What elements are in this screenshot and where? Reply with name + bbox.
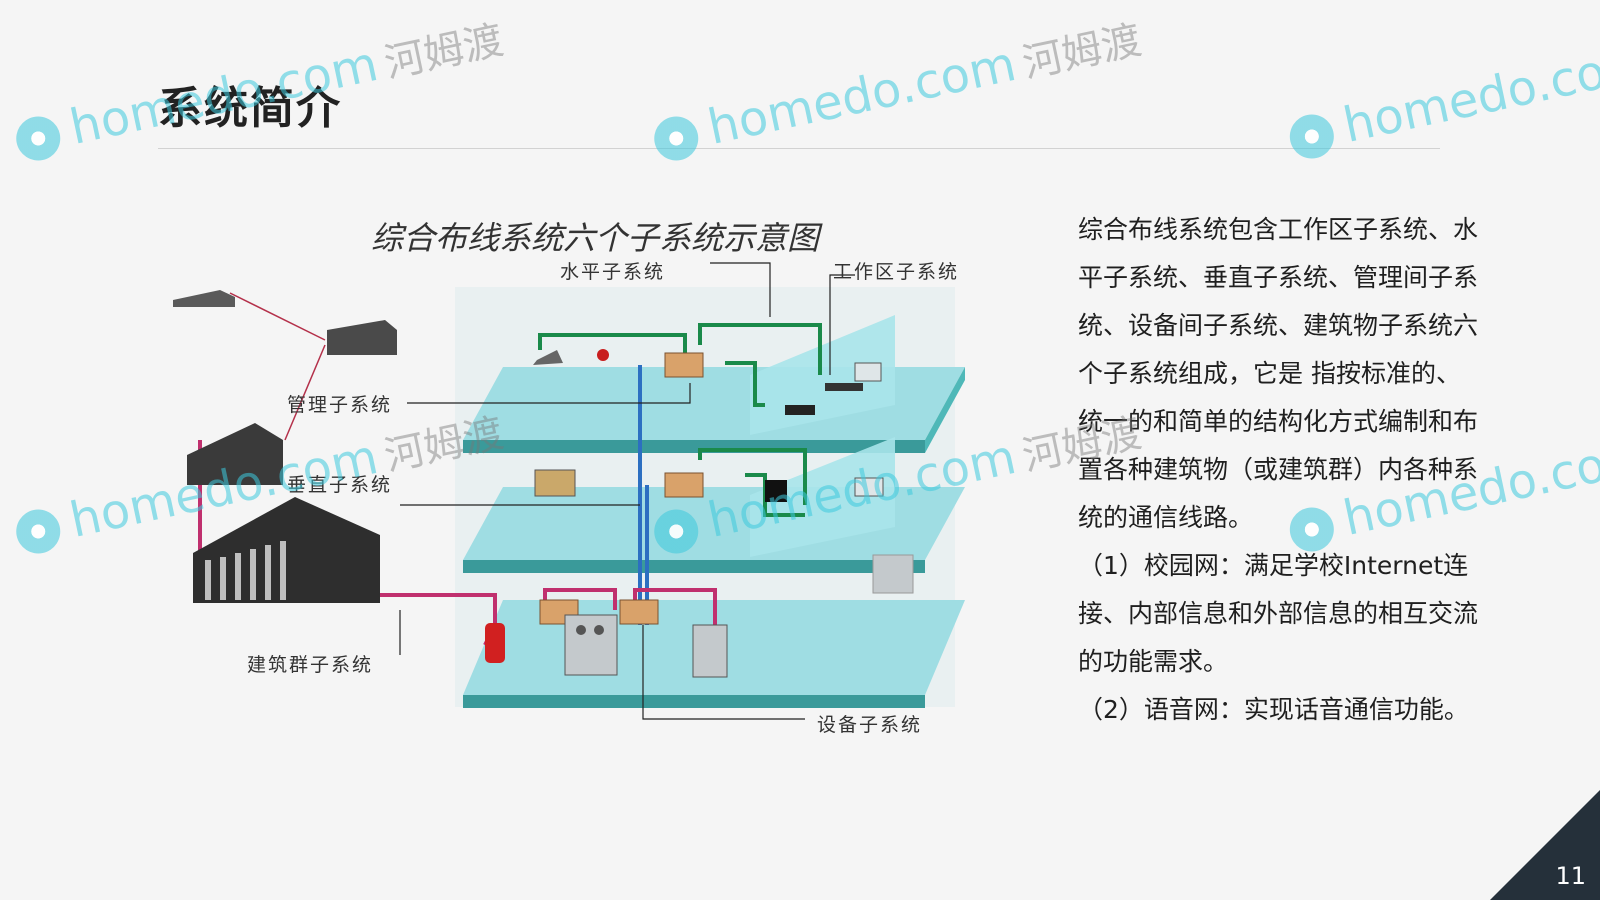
label-vertical: 垂直子系统 [287, 474, 393, 496]
building-illustration [173, 262, 965, 720]
campus-buildings [173, 290, 397, 603]
flower-logo-icon [1279, 103, 1345, 169]
description-panel: 综合布线系统包含工作区子系统、水平子系统、垂直子系统、管理间子系统、设备间子系统… [1078, 206, 1478, 734]
corner-decoration [1490, 790, 1600, 900]
label-horizontal: 水平子系统 [560, 261, 666, 283]
label-management: 管理子系统 [287, 394, 393, 416]
list-item-campus-network: （1）校园网：满足学校Internet连接、内部信息和外部信息的相互交流的功能需… [1078, 551, 1479, 676]
page-number: 11 [1555, 862, 1586, 890]
flower-logo-icon [5, 498, 71, 564]
campus-links [229, 292, 326, 441]
flower-logo-icon [643, 105, 709, 171]
title-divider [158, 148, 1440, 149]
flower-logo-icon [5, 105, 71, 171]
page-title: 系统简介 [158, 83, 342, 134]
diagram-title: 综合布线系统六个子系统示意图 [370, 219, 819, 257]
label-campus: 建筑群子系统 [247, 654, 374, 676]
end-devices [485, 349, 914, 678]
list-item-voice-network: （2）语音网：实现话音通信功能。 [1078, 695, 1469, 724]
label-equipment: 设备子系统 [817, 714, 923, 736]
watermark: homedo.com [1278, 34, 1600, 170]
leader-lines [399, 262, 855, 720]
label-work-area: 工作区子系统 [833, 261, 960, 283]
intro-paragraph: 综合布线系统包含工作区子系统、水平子系统、垂直子系统、管理间子系统、设备间子系统… [1078, 215, 1479, 532]
patch-panels [539, 352, 704, 625]
cabling-diagram: 综合布线系统六个子系统示意图 [165, 205, 1025, 765]
horizontal-cables [538, 323, 822, 517]
